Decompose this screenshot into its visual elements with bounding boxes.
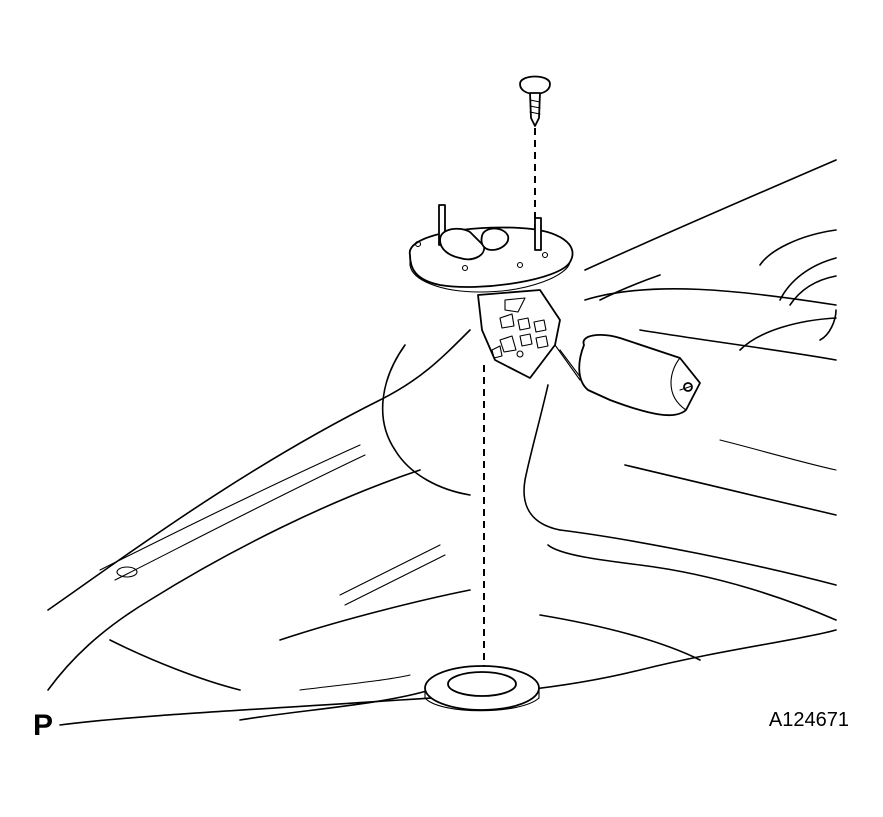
corner-label: P [33, 709, 54, 742]
screw-icon [519, 75, 551, 127]
gasket-icon [424, 665, 540, 712]
fuel-tank-body-icon [47, 159, 837, 726]
fuel-pump-gauge-assembly-icon [409, 204, 574, 379]
fuel-sender-float-icon [554, 334, 701, 417]
figure-id: A124671 [768, 709, 849, 731]
